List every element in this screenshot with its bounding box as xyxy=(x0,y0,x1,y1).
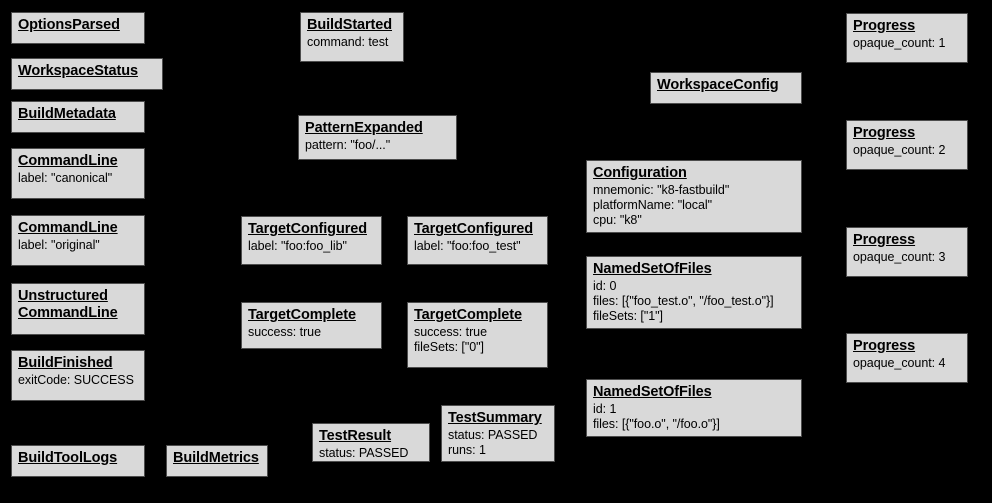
event-node-named-set-of-files-1[interactable]: NamedSetOfFiles id: 1 files: [{"foo.o", "… xyxy=(586,379,802,437)
event-node-title: TargetConfigured xyxy=(414,221,533,237)
event-node-title: Unstructured CommandLine xyxy=(18,288,118,321)
event-node-fields: exitCode: SUCCESS xyxy=(18,373,134,387)
event-node-progress-2[interactable]: Progress opaque_count: 2 xyxy=(846,120,968,170)
event-node-target-complete-foo-test[interactable]: TargetComplete success: true fileSets: ["… xyxy=(407,302,548,368)
event-node-command-line-original[interactable]: CommandLine label: "original" xyxy=(11,215,145,266)
event-node-title: BuildMetadata xyxy=(18,106,116,122)
event-node-fields: id: 0 files: [{"foo_test.o", "/foo_test.… xyxy=(593,279,774,323)
event-node-target-configured-foo-lib[interactable]: TargetConfigured label: "foo:foo_lib" xyxy=(241,216,382,265)
event-node-title: NamedSetOfFiles xyxy=(593,384,712,400)
event-node-fields: pattern: "foo/..." xyxy=(305,138,391,152)
event-node-named-set-of-files-0[interactable]: NamedSetOfFiles id: 0 files: [{"foo_test.… xyxy=(586,256,802,329)
event-node-fields: status: PASSED runs: 1 xyxy=(448,428,538,457)
event-node-fields: label: "foo:foo_test" xyxy=(414,239,521,253)
event-node-pattern-expanded[interactable]: PatternExpanded pattern: "foo/..." xyxy=(298,115,457,160)
event-node-build-metadata[interactable]: BuildMetadata xyxy=(11,101,145,133)
event-node-title: TargetConfigured xyxy=(248,221,367,237)
event-node-workspace-config[interactable]: WorkspaceConfig xyxy=(650,72,802,104)
event-node-title: NamedSetOfFiles xyxy=(593,261,712,277)
event-node-target-configured-foo-test[interactable]: TargetConfigured label: "foo:foo_test" xyxy=(407,216,548,265)
event-node-fields: opaque_count: 3 xyxy=(853,250,946,264)
event-node-title: PatternExpanded xyxy=(305,120,423,136)
event-node-fields: opaque_count: 2 xyxy=(853,143,946,157)
event-node-fields: command: test xyxy=(307,35,389,49)
event-node-workspace-status[interactable]: WorkspaceStatus xyxy=(11,58,163,90)
event-node-title: WorkspaceConfig xyxy=(657,77,779,93)
event-node-options-parsed[interactable]: OptionsParsed xyxy=(11,12,145,44)
event-node-fields: success: true xyxy=(248,325,321,339)
event-node-title: Progress xyxy=(853,338,916,354)
event-node-progress-4[interactable]: Progress opaque_count: 4 xyxy=(846,333,968,383)
event-node-build-tool-logs[interactable]: BuildToolLogs xyxy=(11,445,145,477)
event-node-title: Progress xyxy=(853,125,916,141)
event-node-target-complete-foo-lib[interactable]: TargetComplete success: true xyxy=(241,302,382,349)
event-node-title: BuildStarted xyxy=(307,17,393,33)
event-node-title: BuildFinished xyxy=(18,355,113,371)
event-node-fields: opaque_count: 4 xyxy=(853,356,946,370)
event-node-title: Progress xyxy=(853,18,916,34)
event-node-title: TestResult xyxy=(319,428,392,444)
event-node-unstructured-command-line[interactable]: Unstructured CommandLine xyxy=(11,283,145,335)
event-node-progress-1[interactable]: Progress opaque_count: 1 xyxy=(846,13,968,63)
event-node-title: TargetComplete xyxy=(414,307,522,323)
event-node-title: Configuration xyxy=(593,165,687,181)
event-node-command-line-canonical[interactable]: CommandLine label: "canonical" xyxy=(11,148,145,199)
event-node-fields: label: "original" xyxy=(18,238,100,252)
event-node-title: TargetComplete xyxy=(248,307,356,323)
event-node-configuration[interactable]: Configuration mnemonic: "k8-fastbuild" pl… xyxy=(586,160,802,233)
event-node-title: BuildMetrics xyxy=(173,450,259,466)
event-node-title: WorkspaceStatus xyxy=(18,63,138,79)
event-node-fields: success: true fileSets: ["0"] xyxy=(414,325,487,354)
event-node-build-finished[interactable]: BuildFinished exitCode: SUCCESS xyxy=(11,350,145,401)
event-node-fields: opaque_count: 1 xyxy=(853,36,946,50)
event-node-fields: mnemonic: "k8-fastbuild" platformName: "… xyxy=(593,183,730,227)
event-node-title: CommandLine xyxy=(18,220,118,236)
event-node-fields: label: "canonical" xyxy=(18,171,113,185)
event-node-title: Progress xyxy=(853,232,916,248)
event-node-progress-3[interactable]: Progress opaque_count: 3 xyxy=(846,227,968,277)
event-node-build-metrics[interactable]: BuildMetrics xyxy=(166,445,268,477)
event-node-title: BuildToolLogs xyxy=(18,450,118,466)
event-node-build-started[interactable]: BuildStarted command: test xyxy=(300,12,404,62)
event-node-title: TestSummary xyxy=(448,410,542,426)
event-node-title: CommandLine xyxy=(18,153,118,169)
event-node-fields: id: 1 files: [{"foo.o", "/foo.o"}] xyxy=(593,402,720,431)
event-node-title: OptionsParsed xyxy=(18,17,120,33)
event-node-fields: label: "foo:foo_lib" xyxy=(248,239,347,253)
event-node-test-summary[interactable]: TestSummary status: PASSED runs: 1 xyxy=(441,405,555,462)
event-node-fields: status: PASSED xyxy=(319,446,409,460)
event-node-test-result[interactable]: TestResult status: PASSED xyxy=(312,423,430,462)
